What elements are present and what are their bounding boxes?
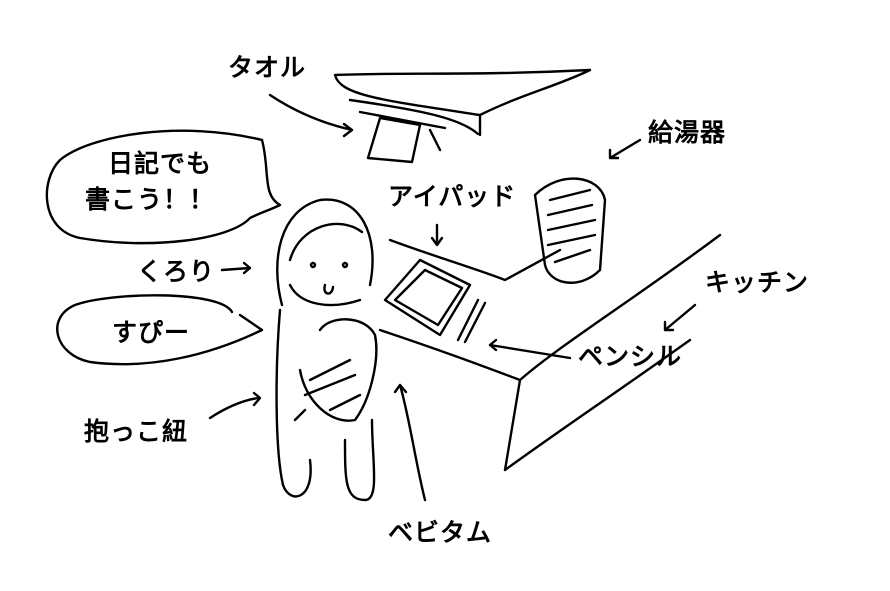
arrow-carrier: [208, 391, 262, 420]
label-kitchen: キッチン: [705, 268, 810, 297]
water-heater: [533, 177, 607, 284]
speech-bubble-diary: [45, 129, 282, 245]
arrow-kitchen: [663, 303, 697, 332]
arrow-kurori: [220, 261, 252, 275]
arrow-water-heater: [608, 138, 642, 160]
label-kurori: くろり: [137, 257, 216, 286]
arrow-ipad: [430, 223, 444, 247]
towel: [358, 110, 447, 164]
label-baby-carrier: 抱っこ紐: [84, 417, 189, 446]
speech-bubble-sleep: [56, 294, 264, 366]
arrow-pencil: [488, 338, 572, 360]
arrow-baby-item: [393, 383, 427, 502]
arrow-towel: [268, 93, 354, 138]
person-kurori: [275, 198, 378, 502]
shelf: [333, 68, 592, 137]
label-water-heater: 給湯器: [648, 118, 727, 147]
label-ipad: アイパッド: [388, 182, 517, 211]
kitchen-counter: [378, 233, 722, 472]
pencil: [456, 298, 487, 344]
label-baby-item: ベビタム: [388, 518, 493, 547]
ipad: [383, 258, 472, 337]
label-towel: タオル: [228, 53, 307, 82]
speech-diary-line1: 日記でも: [108, 149, 213, 178]
speech-diary-line2: 書こう！！: [85, 185, 216, 214]
speech-sleep: すぴー: [112, 318, 191, 347]
label-pencil: ペンシル: [578, 342, 683, 371]
